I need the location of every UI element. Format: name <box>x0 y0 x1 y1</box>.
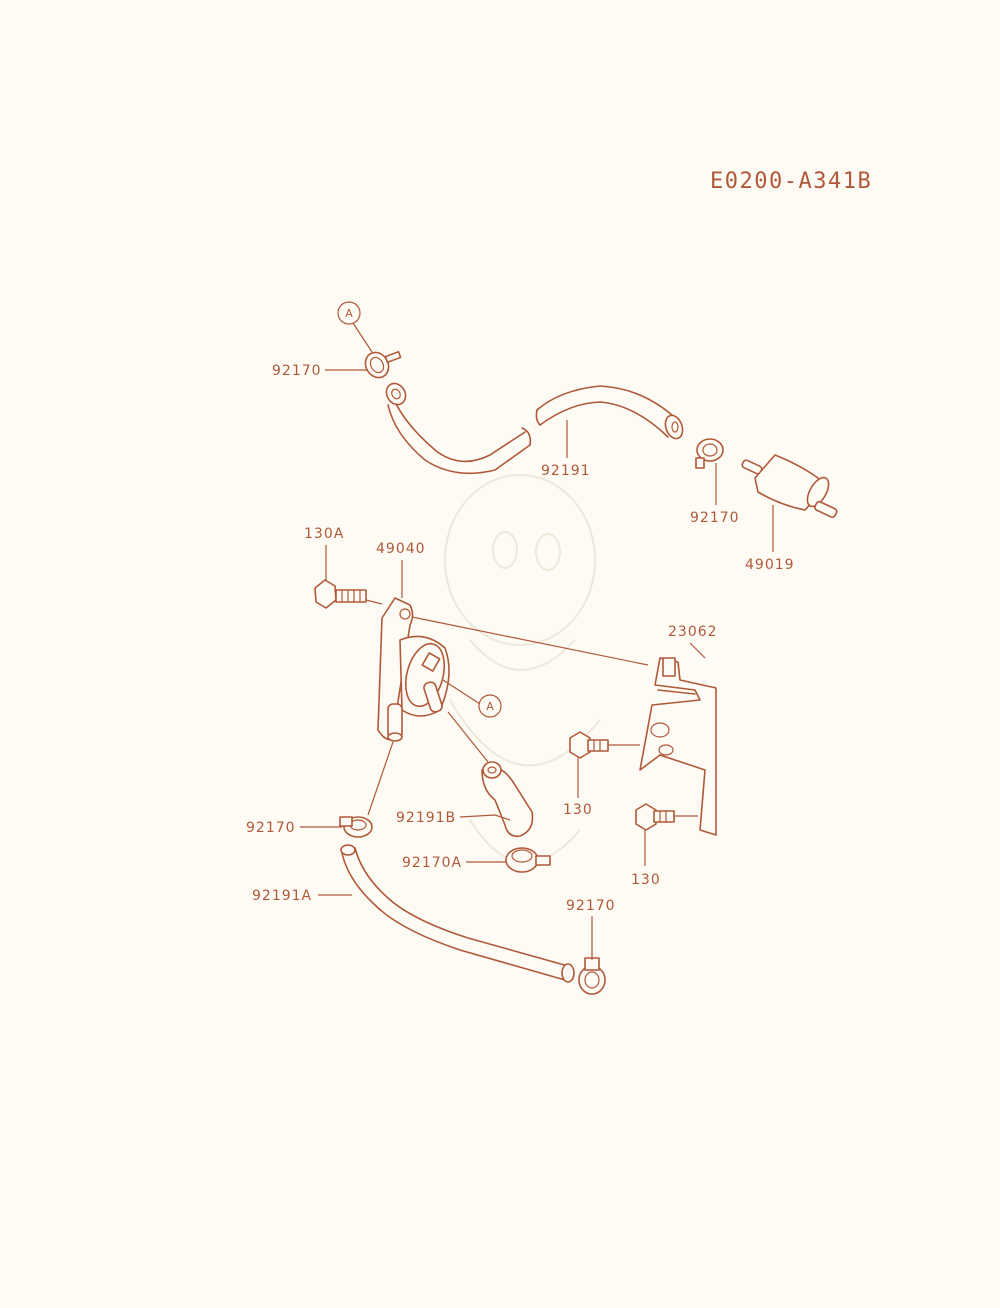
label-bracket: 23062 <box>668 624 718 640</box>
reference-marker-a-lower: A <box>478 694 502 718</box>
label-clamp-top: 92170 <box>272 363 322 379</box>
fuel-pump <box>377 597 450 742</box>
fuel-filter <box>741 454 838 518</box>
bolt-bracket-upper <box>569 731 609 759</box>
label-clamp-bottom: 92170 <box>566 898 616 914</box>
label-fuel-filter: 49019 <box>745 557 795 573</box>
label-clamp-a: 92170A <box>402 855 462 871</box>
diagram-code: E0200-A341B <box>710 169 872 194</box>
label-clamp-filter: 92170 <box>690 510 740 526</box>
clamp-left <box>339 816 373 838</box>
label-fuel-pump: 49040 <box>376 541 426 557</box>
hose-a <box>340 844 575 983</box>
hose-top <box>385 382 684 475</box>
reference-marker-a-lower-label: A <box>486 700 494 713</box>
label-hose-top: 92191 <box>541 463 591 479</box>
reference-marker-a-top: A <box>337 301 361 325</box>
label-hose-b: 92191B <box>396 810 456 826</box>
bracket <box>639 657 717 836</box>
hose-b <box>481 761 534 838</box>
clamp-top <box>364 350 402 379</box>
label-bolt-bracket-upper: 130 <box>563 802 593 818</box>
clamp-bottom <box>578 957 606 995</box>
reference-marker-a-top-label: A <box>345 307 353 320</box>
clamp-a <box>505 847 551 873</box>
label-clamp-left: 92170 <box>246 820 296 836</box>
bolt-pump <box>314 579 367 609</box>
label-bolt-bracket-lower: 130 <box>631 872 661 888</box>
clamp-filter <box>695 438 724 469</box>
label-bolt-pump: 130A <box>304 526 344 542</box>
label-hose-a: 92191A <box>252 888 312 904</box>
bolt-bracket-lower <box>635 803 675 831</box>
